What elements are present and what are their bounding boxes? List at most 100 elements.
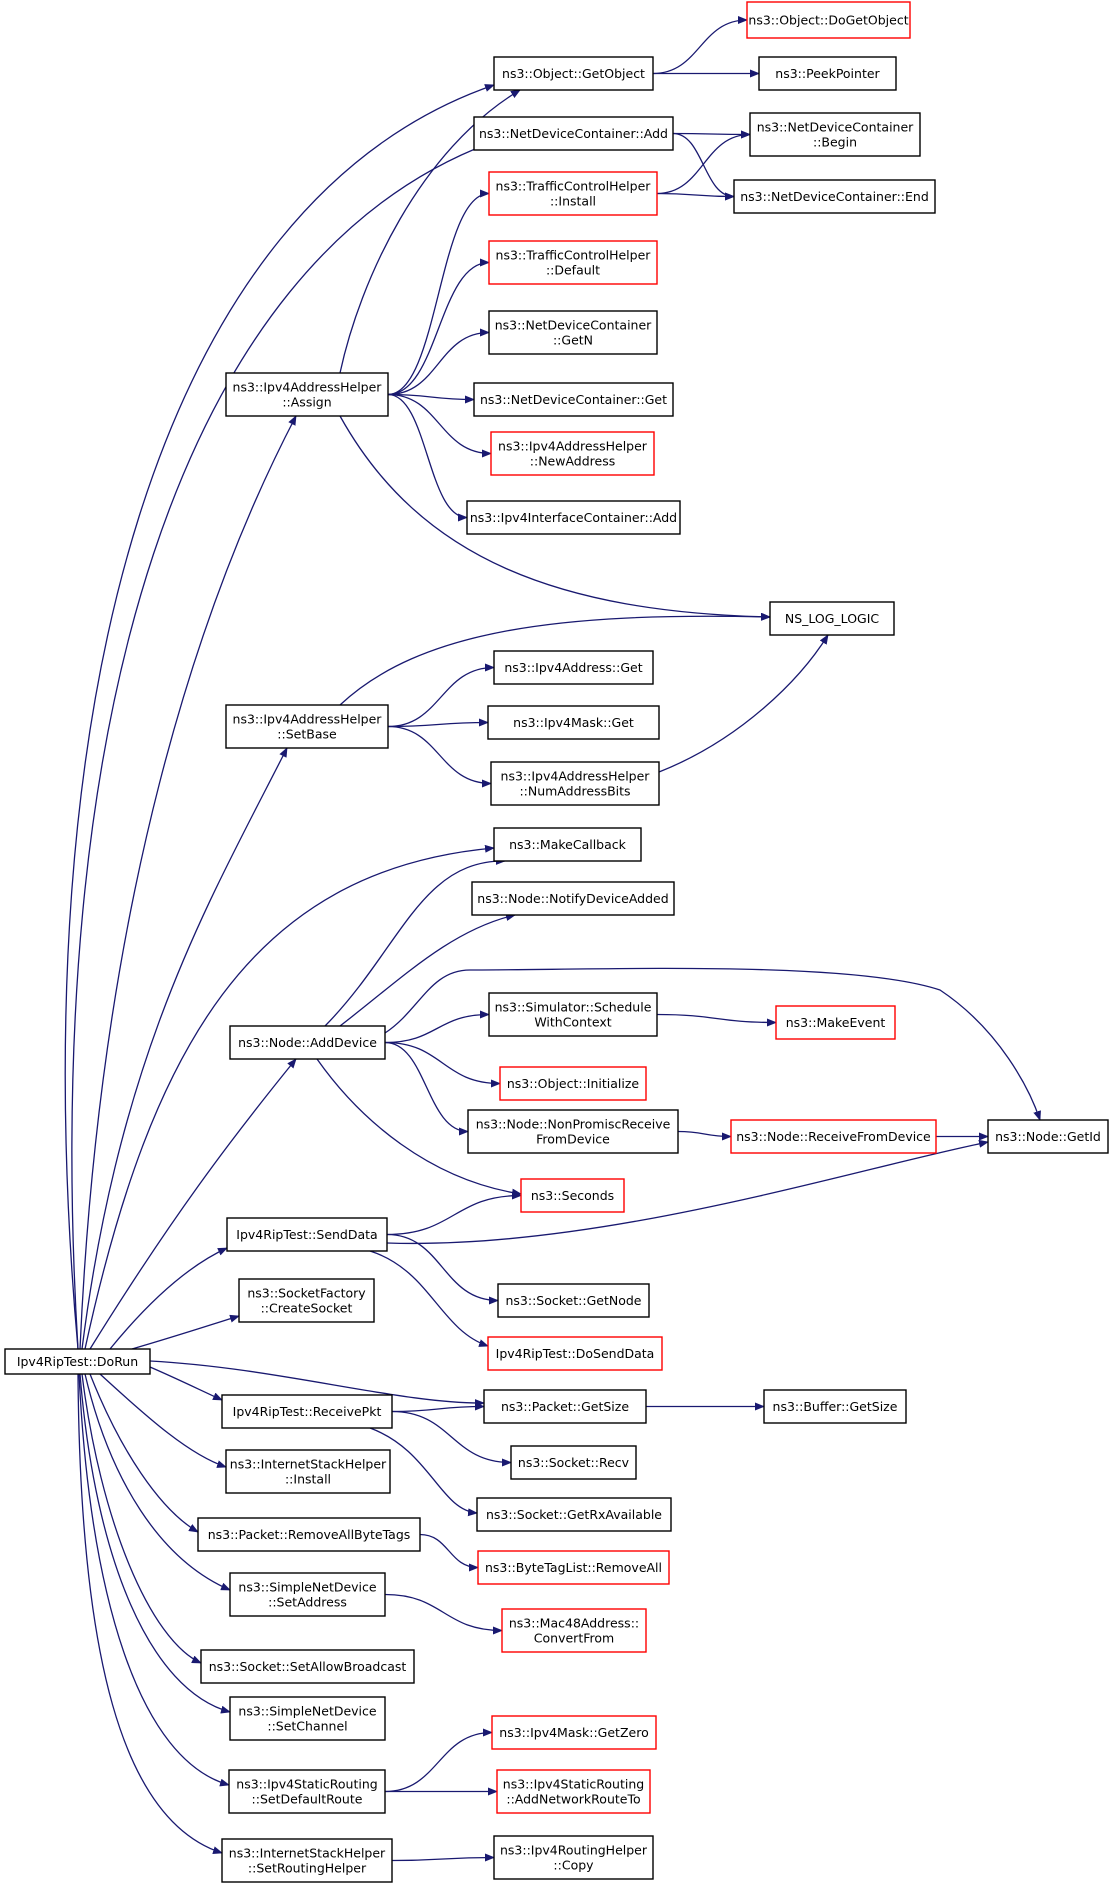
node-assign[interactable]: ns3::Ipv4AddressHelper::Assign xyxy=(225,372,389,417)
node-box xyxy=(483,1389,647,1424)
node-addnetroute[interactable]: ns3::Ipv4StaticRouting::AddNetworkRouteT… xyxy=(496,1769,651,1814)
node-tchinstall[interactable]: ns3::TrafficControlHelper::Install xyxy=(488,171,658,216)
node-ndcadd[interactable]: ns3::NetDeviceContainer::Add xyxy=(473,116,674,151)
node-bufgetsize[interactable]: ns3::Buffer::GetSize xyxy=(763,1389,907,1424)
node-box xyxy=(746,1,911,39)
node-getrxavail[interactable]: ns3::Socket::GetRxAvailable xyxy=(476,1497,672,1532)
edge-dorun-to-adddevice xyxy=(89,1058,297,1350)
edge-setbase-to-numaddrbits xyxy=(387,725,492,788)
node-dosenddata[interactable]: Ipv4RipTest::DoSendData xyxy=(487,1336,663,1371)
edge-dorun-to-setallowbc xyxy=(81,1373,202,1664)
node-box xyxy=(493,56,654,91)
node-ipv4addrget[interactable]: ns3::Ipv4Address::Get xyxy=(493,650,654,685)
node-box xyxy=(487,705,660,740)
node-senddata[interactable]: Ipv4RipTest::SendData xyxy=(226,1217,388,1252)
node-createsocket[interactable]: ns3::SocketFactory::CreateSocket xyxy=(238,1278,375,1323)
node-setdefroute[interactable]: ns3::Ipv4StaticRouting::SetDefaultRoute xyxy=(228,1769,386,1814)
node-box xyxy=(197,1517,421,1552)
edge-dorun-to-assign xyxy=(79,415,297,1350)
node-ndcbegin[interactable]: ns3::NetDeviceContainer::Begin xyxy=(749,112,921,157)
node-snsetchannel[interactable]: ns3::SimpleNetDevice::SetChannel xyxy=(229,1696,386,1741)
node-label: ::SetChannel xyxy=(267,1719,347,1734)
node-label: Ipv4RipTest::ReceivePkt xyxy=(233,1404,382,1419)
node-ishinstall[interactable]: ns3::InternetStackHelper::Install xyxy=(225,1449,391,1494)
node-btlremoveall[interactable]: ns3::ByteTagList::RemoveAll xyxy=(477,1550,670,1585)
node-objinit[interactable]: ns3::Object::Initialize xyxy=(499,1066,647,1101)
node-box xyxy=(488,240,658,285)
node-setroutinghelper[interactable]: ns3::InternetStackHelper::SetRoutingHelp… xyxy=(221,1838,393,1883)
edge-senddata-to-seconds xyxy=(386,1191,522,1236)
node-label: ns3::Node::ReceiveFromDevice xyxy=(736,1129,931,1144)
node-sockgetnode[interactable]: ns3::Socket::GetNode xyxy=(497,1283,650,1318)
node-label: ns3::Mac48Address:: xyxy=(509,1616,639,1631)
edge-dorun-to-senddata xyxy=(109,1247,228,1350)
edge-assign-to-tchinstall xyxy=(387,189,490,396)
edge-ndcadd-to-ndcbegin xyxy=(672,130,751,139)
node-label: ns3::Ipv4StaticRouting xyxy=(503,1777,644,1792)
edge-dorun-to-snsetchannel xyxy=(79,1373,231,1714)
node-macconvert[interactable]: ns3::Mac48Address::ConvertFrom xyxy=(501,1608,647,1653)
edge-adddevice-to-makecallback xyxy=(324,856,506,1027)
node-box xyxy=(490,761,660,806)
node-iicadd[interactable]: ns3::Ipv4InterfaceContainer::Add xyxy=(466,500,681,535)
node-sockrecv[interactable]: ns3::Socket::Recv xyxy=(510,1445,637,1480)
node-setbase[interactable]: ns3::Ipv4AddressHelper::SetBase xyxy=(225,704,389,749)
node-receivepkt[interactable]: Ipv4RipTest::ReceivePkt xyxy=(221,1394,393,1429)
node-label: ns3::NetDeviceContainer::Get xyxy=(480,392,667,407)
node-pktgetsize[interactable]: ns3::Packet::GetSize xyxy=(483,1389,647,1424)
node-label: ::NumAddressBits xyxy=(519,784,630,799)
node-adddevice[interactable]: ns3::Node::AddDevice xyxy=(229,1025,386,1060)
node-seconds[interactable]: ns3::Seconds xyxy=(520,1178,625,1213)
node-tchdefault[interactable]: ns3::TrafficControlHelper::Default xyxy=(488,240,658,285)
node-box xyxy=(225,704,389,749)
node-setallowbc[interactable]: ns3::Socket::SetAllowBroadcast xyxy=(200,1649,415,1684)
edge-numaddrbits-to-nslog xyxy=(658,634,829,773)
node-getobject[interactable]: ns3::Object::GetObject xyxy=(493,56,654,91)
node-label: Ipv4RipTest::SendData xyxy=(236,1227,377,1242)
node-makeevent[interactable]: ns3::MakeEvent xyxy=(775,1005,896,1040)
node-label: ns3::SocketFactory xyxy=(247,1286,366,1301)
node-recvfromdev[interactable]: ns3::Node::ReceiveFromDevice xyxy=(730,1119,937,1154)
node-box xyxy=(238,1278,375,1323)
edge-dorun-to-receivepkt xyxy=(149,1366,223,1401)
edge-senddata-to-dosenddata xyxy=(369,1250,489,1347)
node-makecallback[interactable]: ns3::MakeCallback xyxy=(493,827,642,862)
node-ndcget[interactable]: ns3::NetDeviceContainer::Get xyxy=(473,382,674,417)
node-label: ns3::Simulator::Schedule xyxy=(495,1000,652,1015)
edge-adddevice-to-nodegetid xyxy=(384,967,1041,1121)
node-box xyxy=(228,1769,386,1814)
edge-tchinstall-to-ndcbegin xyxy=(656,130,751,195)
node-label: ns3::Ipv4AddressHelper xyxy=(233,712,383,727)
node-label: ns3::Ipv4AddressHelper xyxy=(233,380,383,395)
node-label: ns3::PeekPointer xyxy=(775,66,880,81)
node-maskgetzero[interactable]: ns3::Ipv4Mask::GetZero xyxy=(491,1715,657,1750)
node-ndcgetn[interactable]: ns3::NetDeviceContainer::GetN xyxy=(488,310,658,355)
node-label: ns3::Node::GetId xyxy=(995,1129,1101,1144)
node-nslog[interactable]: NS_LOG_LOGIC xyxy=(769,601,895,636)
node-peekpointer[interactable]: ns3::PeekPointer xyxy=(758,56,897,91)
edge-dorun-to-snsetaddress xyxy=(84,1373,231,1591)
node-label: ns3::TrafficControlHelper xyxy=(496,248,652,263)
node-maskget[interactable]: ns3::Ipv4Mask::Get xyxy=(487,705,660,740)
node-box xyxy=(493,1835,654,1880)
node-label: ns3::NetDeviceContainer::End xyxy=(740,189,929,204)
node-dorun[interactable]: Ipv4RipTest::DoRun xyxy=(4,1348,151,1375)
node-label: ::GetN xyxy=(553,333,593,348)
node-ndcend[interactable]: ns3::NetDeviceContainer::End xyxy=(733,179,936,214)
node-nodegetid[interactable]: ns3::Node::GetId xyxy=(987,1119,1109,1154)
node-numaddrbits[interactable]: ns3::Ipv4AddressHelper::NumAddressBits xyxy=(490,761,660,806)
node-removeallbt[interactable]: ns3::Packet::RemoveAllByteTags xyxy=(197,1517,421,1552)
node-label: ns3::Socket::GetRxAvailable xyxy=(486,1507,662,1522)
node-box xyxy=(733,179,936,214)
edge-receivepkt-to-pktgetsize xyxy=(391,1402,485,1413)
node-notifydevadded[interactable]: ns3::Node::NotifyDeviceAdded xyxy=(471,881,675,916)
edge-adddevice-to-notifydevadded xyxy=(339,913,516,1027)
node-rhcopy[interactable]: ns3::Ipv4RoutingHelper::Copy xyxy=(493,1835,654,1880)
node-newaddress[interactable]: ns3::Ipv4AddressHelper::NewAddress xyxy=(490,431,655,476)
node-label: ns3::Object::GetObject xyxy=(502,66,645,81)
node-snsetaddress[interactable]: ns3::SimpleNetDevice::SetAddress xyxy=(229,1572,386,1617)
node-dogetobject[interactable]: ns3::Object::DoGetObject xyxy=(746,1,911,39)
node-label: ::Assign xyxy=(282,395,331,410)
